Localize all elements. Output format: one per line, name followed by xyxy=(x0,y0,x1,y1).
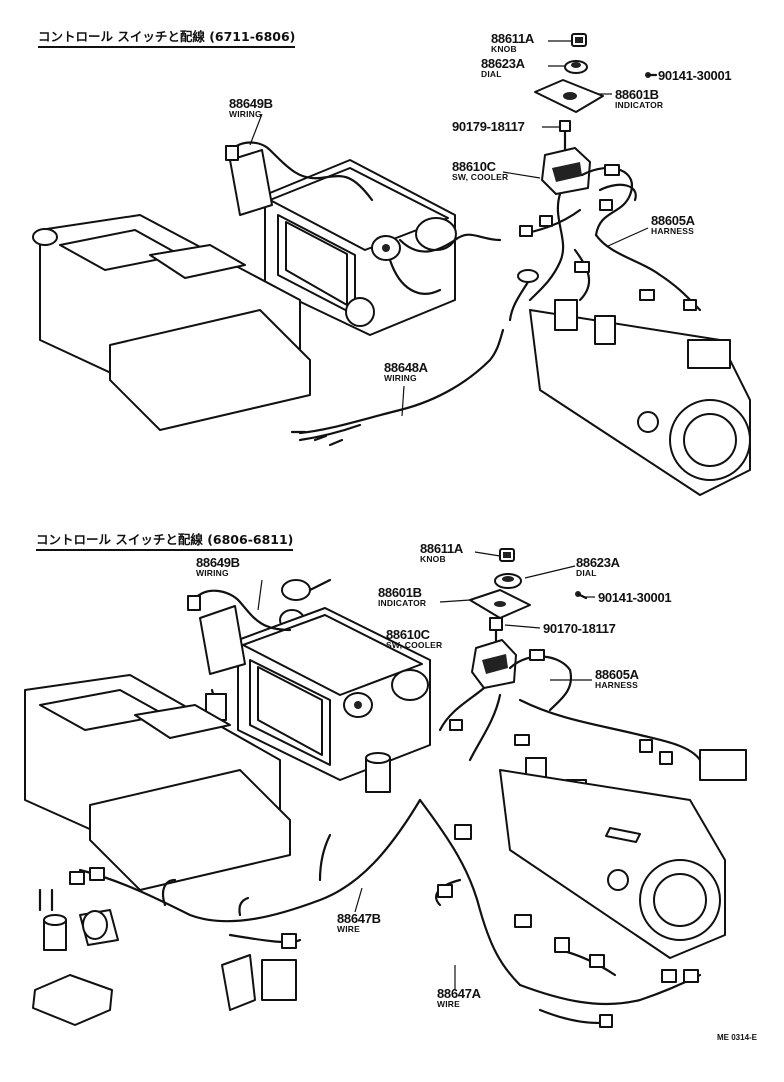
part-number-88623a-bottom: 88623A xyxy=(576,555,620,570)
part-number-88647b: 88647B xyxy=(337,911,381,926)
part-name-knob-bottom: KNOB xyxy=(420,554,446,564)
part-number-90179-top: 90179-18117 xyxy=(452,119,525,134)
section-title-top: コントロール スイッチと配線 (6711-6806) xyxy=(38,30,296,48)
indicator-88601b-top xyxy=(534,79,604,113)
harness-88605a-top xyxy=(508,164,702,322)
evaporator-unit-bottom xyxy=(199,605,431,781)
section-title-bottom: コントロール スイッチと配線 (6806-6811) xyxy=(36,533,294,551)
switch-88610c-bottom xyxy=(471,639,517,689)
part-number-88647a: 88647A xyxy=(437,986,481,1001)
lower-left-components xyxy=(32,888,297,1026)
bottom-diagram xyxy=(24,548,747,1028)
dashboard-panel-top xyxy=(32,214,311,431)
part-name-wire-88647a: WIRE xyxy=(437,999,460,1009)
part-number-90141-top: 90141-30001 xyxy=(658,68,732,83)
part-name-sw-cooler-top: SW, COOLER xyxy=(452,172,509,182)
switch-88610c-top xyxy=(541,147,591,195)
part-number-88610c-top: 88610C xyxy=(452,159,496,174)
part-number-88601b-top: 88601B xyxy=(615,87,659,102)
part-number-88649b-top: 88649B xyxy=(229,96,273,111)
part-number-88610c-bottom: 88610C xyxy=(386,627,430,642)
wiring-88648a-top xyxy=(290,328,505,447)
harness-88605a-bottom xyxy=(438,649,702,765)
part-name-wiring-top: WIRING xyxy=(229,109,262,119)
part-number-90170-bottom: 90170-18117 xyxy=(543,621,616,636)
part-number-88649b-bottom: 88649B xyxy=(196,555,240,570)
wire-88647b xyxy=(69,798,422,949)
part-name-harness-top: HARNESS xyxy=(651,226,694,236)
part-name-wire-88647b: WIRE xyxy=(337,924,360,934)
part-name-indicator-top: INDICATOR xyxy=(615,100,664,110)
part-number-88648a-top: 88648A xyxy=(384,360,428,375)
indicator-88601b-bottom xyxy=(469,589,531,619)
dial-88623a-top xyxy=(564,60,588,74)
figure-code: ME 0314-E xyxy=(717,1033,758,1042)
wiring-88649b-top xyxy=(225,141,502,295)
part-number-88605a-top: 88605A xyxy=(651,213,695,228)
part-name-dial-bottom: DIAL xyxy=(576,568,597,578)
evaporator-unit-top xyxy=(229,149,457,336)
screw-90141-bottom xyxy=(575,591,588,600)
part-name-sw-cooler-bottom: SW, COOLER xyxy=(386,640,443,650)
part-name-harness-bottom: HARNESS xyxy=(595,680,638,690)
dial-88623a-bottom xyxy=(494,573,522,589)
wire-88647a xyxy=(418,798,702,1028)
part-name-wiring-bottom: WIRING xyxy=(196,568,229,578)
top-diagram xyxy=(32,33,751,496)
part-number-88611a-bottom: 88611A xyxy=(420,541,464,556)
part-number-88605a-bottom: 88605A xyxy=(595,667,639,682)
knob-88611a-bottom xyxy=(499,548,515,562)
blower-housing-bottom xyxy=(499,749,747,959)
part-name-indicator-bottom: INDICATOR xyxy=(378,598,427,608)
dashboard-panel-bottom xyxy=(24,674,291,891)
part-name-wiring-88648a-top: WIRING xyxy=(384,373,417,383)
part-name-knob-top: KNOB xyxy=(491,44,517,54)
blower-housing-top xyxy=(529,299,751,496)
part-number-88623a-top: 88623A xyxy=(481,56,525,71)
part-name-dial-top: DIAL xyxy=(481,69,502,79)
part-number-88611a-top: 88611A xyxy=(491,31,535,46)
knob-88611a-top xyxy=(571,33,587,47)
screw-90141-top xyxy=(645,72,658,78)
bolt-90170-bottom xyxy=(489,617,503,647)
bolt-90179-top xyxy=(559,120,571,152)
part-number-88601b-bottom: 88601B xyxy=(378,585,422,600)
part-number-90141-bottom: 90141-30001 xyxy=(598,590,672,605)
